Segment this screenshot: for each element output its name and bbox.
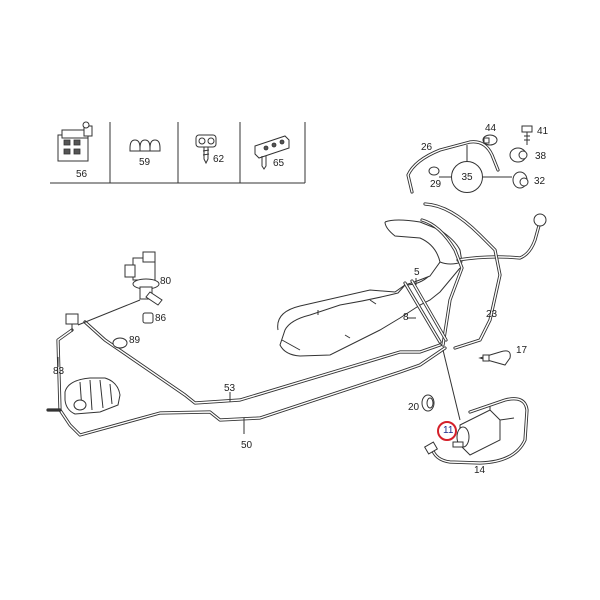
inset-label-56: 56 <box>76 169 88 180</box>
callout-38: 38 <box>535 151 547 162</box>
callout-17: 17 <box>516 345 528 356</box>
triple-clip-icon <box>129 139 161 152</box>
line-83 <box>46 357 62 412</box>
callout-80: 80 <box>160 276 172 287</box>
callout-5: 5 <box>414 267 420 278</box>
callout-53: 53 <box>224 383 236 394</box>
callout-35-label: 35 <box>461 171 473 183</box>
clip-89 <box>112 337 128 349</box>
callout-23: 23 <box>486 309 498 320</box>
filler-pipe <box>456 213 547 262</box>
callout-35: 35 <box>451 161 483 193</box>
inset-label-62: 62 <box>213 154 225 165</box>
valve-80 <box>77 251 163 326</box>
fuel-line-14 <box>423 397 529 465</box>
callout-83: 83 <box>53 366 65 377</box>
selected-part-highlight-ring[interactable] <box>437 421 457 441</box>
callout-11[interactable]: 11 <box>443 425 454 436</box>
clamp-20 <box>421 394 435 412</box>
bolt-41 <box>521 125 533 145</box>
inset-label-65: 65 <box>273 158 285 169</box>
inset-label-59: 59 <box>139 157 151 168</box>
fuel-line-50 <box>56 328 447 437</box>
fuel-pump-11 <box>452 404 515 456</box>
clamp-17 <box>478 350 511 366</box>
grommet-38 <box>509 147 528 163</box>
screw-clip-icon <box>195 134 217 165</box>
callout-32: 32 <box>534 176 546 187</box>
callout-89: 89 <box>129 335 141 346</box>
vent-line <box>420 202 502 350</box>
grommet-32 <box>482 171 529 189</box>
callout-8: 8 <box>403 312 409 323</box>
callout-14: 14 <box>474 465 486 476</box>
callout-41: 41 <box>537 126 549 137</box>
callout-29: 29 <box>430 179 442 190</box>
callout-86: 86 <box>155 313 167 324</box>
callout-50: 50 <box>241 440 253 451</box>
charcoal-canister <box>64 377 121 415</box>
fitting-83 <box>65 313 79 332</box>
hose-26 <box>406 140 500 194</box>
callout-26: 26 <box>421 142 433 153</box>
multi-clip-screw-icon <box>254 135 290 170</box>
callout-20: 20 <box>408 402 420 413</box>
clamp-44 <box>482 134 498 146</box>
valve-block-icon <box>57 121 93 162</box>
callout-44: 44 <box>485 123 497 134</box>
fuel-line-53 <box>83 320 442 405</box>
inset-panel <box>50 121 306 184</box>
line-8 <box>403 278 448 344</box>
connector-86 <box>142 312 154 324</box>
